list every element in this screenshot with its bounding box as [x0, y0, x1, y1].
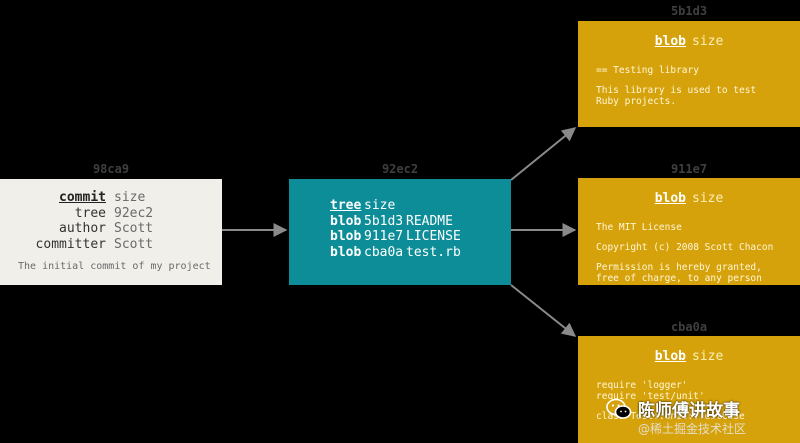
blob-object-test-rb: blob size require 'logger' require 'test/… [578, 336, 800, 443]
tree-entry-type: blob [330, 213, 362, 229]
tree-entry-name: test.rb [406, 244, 461, 260]
commit-field-row: committer Scott [10, 236, 154, 253]
arrow-tree-to-blob-1 [510, 127, 577, 181]
tree-entries: tree size blob 5b1d3 README blob 911e7 L… [330, 198, 461, 260]
blob-header: blob size [578, 191, 800, 206]
commit-fields: commit size tree 92ec2 author Scott comm… [10, 190, 154, 253]
blob-header-key: blob [654, 34, 686, 49]
blob-line: require 'logger' require 'test/unit' [596, 380, 705, 402]
blob-line: Copyright (c) 2008 Scott Chacon [596, 242, 774, 253]
watermark-main-text: 陈师傅讲故事 [638, 401, 740, 421]
blob-header-size: size [692, 349, 724, 364]
blob-header-key: blob [654, 349, 686, 364]
blob-header-size: size [692, 34, 724, 49]
commit-field-value: 92ec2 [114, 205, 154, 221]
commit-field-row: commit size [10, 190, 153, 206]
commit-field-value: size [114, 190, 146, 205]
blob-line: class Test::Unit::TestCase [596, 411, 745, 422]
tree-entry: blob cba0a test.rb [330, 245, 461, 261]
blob-content: require 'logger' require 'test/unit' cla… [596, 380, 796, 431]
blob-object-license: blob size The MIT License Copyright (c) 2… [578, 178, 800, 285]
blob-header: blob size [578, 34, 800, 49]
blob-header-size: size [692, 191, 724, 206]
blob-hash: 5b1d3 [670, 4, 708, 18]
commit-field-key: author [59, 221, 106, 236]
tree-header-key: tree [330, 198, 362, 213]
tree-object: tree size blob 5b1d3 README blob 911e7 L… [289, 179, 511, 285]
arrow-tree-to-blob-3 [510, 284, 577, 337]
blob-line: Permission is hereby granted, free of ch… [596, 262, 762, 284]
tree-header-row: tree size [330, 198, 461, 214]
commit-field-value: Scott [114, 236, 154, 252]
blob-line: The MIT License [596, 222, 682, 233]
tree-hash: 92ec2 [381, 162, 419, 176]
commit-message: The initial commit of my project [18, 261, 211, 272]
tree-entry: blob 911e7 LICENSE [330, 229, 461, 245]
tree-entry-hash: cba0a [364, 244, 404, 260]
blob-content: == Testing library This library is used … [596, 65, 796, 116]
blob-content: The MIT License Copyright (c) 2008 Scott… [596, 222, 796, 285]
tree-header-value: size [364, 198, 396, 213]
tree-entry-name: LICENSE [406, 229, 461, 244]
watermark-sub-text: @稀土掘金技术社区 [638, 422, 747, 436]
blob-hash: cba0a [670, 320, 708, 334]
blob-line: == Testing library [596, 65, 699, 76]
wechat-icon [606, 398, 632, 419]
tree-entry-type: blob [330, 229, 362, 244]
commit-field-row: author Scott [10, 221, 153, 237]
tree-entry-hash: 911e7 [364, 229, 404, 244]
commit-field-value: Scott [114, 221, 154, 236]
commit-object: commit size tree 92ec2 author Scott comm… [0, 179, 222, 285]
commit-field-row: tree 92ec2 [10, 206, 153, 222]
tree-entry-type: blob [330, 244, 362, 260]
tree-entry: blob 5b1d3 README [330, 214, 461, 230]
commit-field-key: tree [74, 205, 106, 221]
blob-object-readme: blob size == Testing library This library… [578, 21, 800, 127]
commit-field-key: committer [35, 236, 106, 252]
watermark: 陈师傅讲故事 @稀土掘金技术社区 [606, 396, 800, 442]
blob-line: This library is used to test Ruby projec… [596, 85, 757, 107]
tree-entry-name: README [406, 213, 453, 229]
commit-hash: 98ca9 [92, 162, 130, 176]
blob-hash: 911e7 [670, 162, 708, 176]
commit-field-key: commit [59, 190, 106, 205]
tree-entry-hash: 5b1d3 [364, 213, 404, 229]
blob-header-key: blob [654, 191, 686, 206]
blob-header: blob size [578, 349, 800, 364]
